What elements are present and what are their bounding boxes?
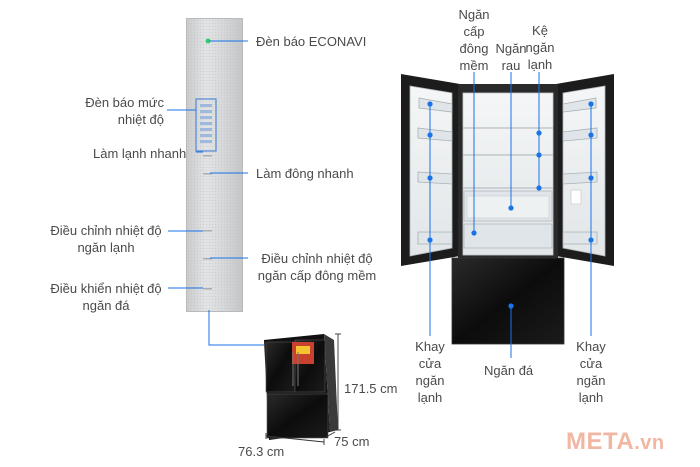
label-vegetable-compartment: Ngăn rau bbox=[489, 40, 533, 74]
label-line: nhiệt độ bbox=[117, 112, 164, 127]
label-line: ngăn cấp đông mềm bbox=[257, 268, 377, 283]
label-quick-cool: Làm lạnh nhanh bbox=[93, 146, 187, 161]
label-line: ngăn bbox=[415, 373, 445, 388]
label-line: Đèn báo mức bbox=[85, 95, 164, 110]
panel-buttons bbox=[203, 155, 212, 290]
label-ice-compartment: Ngăn đá bbox=[484, 363, 534, 378]
temperature-led-display bbox=[195, 98, 217, 152]
brand-name: META bbox=[566, 428, 635, 455]
dimension-width: 76.3 cm bbox=[238, 444, 285, 459]
label-line: đông bbox=[459, 41, 489, 56]
label-left-door-tray: Khay cửa ngăn lạnh bbox=[408, 338, 452, 406]
control-panel bbox=[186, 18, 243, 312]
label-line: cấp bbox=[463, 24, 485, 39]
dimension-lines bbox=[265, 333, 341, 445]
label-line: Điều chỉnh nhiệt độ bbox=[261, 251, 373, 266]
label-ice-control: Điều khiển nhiệt độ ngăn đá bbox=[45, 280, 167, 314]
label-line: Điều khiển nhiệt độ bbox=[50, 281, 162, 296]
label-line: lạnh bbox=[578, 390, 604, 405]
label-line: Khay bbox=[576, 339, 606, 354]
label-line: mềm bbox=[459, 58, 489, 73]
brand-suffix: .vn bbox=[634, 432, 665, 454]
label-line: ngăn lạnh bbox=[77, 240, 135, 255]
label-line: ngăn bbox=[576, 373, 606, 388]
label-adjust-soft-freeze: Điều chỉnh nhiệt độ ngăn cấp đông mềm bbox=[252, 250, 382, 284]
label-line: Kệ bbox=[532, 23, 548, 38]
label-cold-shelf: Kệ ngăn lạnh bbox=[520, 22, 560, 73]
label-line: Ngăn bbox=[458, 7, 490, 22]
brand-logo: META.vn bbox=[566, 428, 665, 456]
label-line: Điều chỉnh nhiệt độ bbox=[50, 223, 162, 238]
label-line: lạnh bbox=[417, 390, 443, 405]
label-line: Ngăn bbox=[495, 41, 527, 56]
dimension-height: 171.5 cm bbox=[344, 381, 398, 396]
leader-lines bbox=[167, 40, 592, 358]
label-line: lạnh bbox=[527, 57, 553, 72]
label-econavi: Đèn báo ECONAVI bbox=[256, 34, 367, 49]
closed-fridge-illustration bbox=[264, 334, 338, 440]
label-line: Khay bbox=[415, 339, 445, 354]
temperature-led-bars bbox=[200, 104, 212, 143]
label-line: ngăn bbox=[525, 40, 555, 55]
label-line: ngăn đá bbox=[82, 298, 130, 313]
dimension-depth: 75 cm bbox=[334, 434, 370, 449]
label-temperature-indicator: Đèn báo mức nhiệt độ bbox=[60, 94, 164, 128]
label-soft-freeze-compartment: Ngăn cấp đông mềm bbox=[452, 6, 496, 74]
label-quick-freeze: Làm đông nhanh bbox=[256, 166, 354, 181]
label-line: rau bbox=[501, 58, 521, 73]
leader-dots bbox=[427, 101, 594, 309]
label-adjust-fridge: Điều chỉnh nhiệt độ ngăn lạnh bbox=[45, 222, 167, 256]
label-right-door-tray: Khay cửa ngăn lạnh bbox=[569, 338, 613, 406]
open-fridge-illustration bbox=[401, 74, 614, 345]
label-line: cửa bbox=[418, 356, 442, 371]
econavi-led bbox=[205, 38, 211, 44]
label-line: cửa bbox=[579, 356, 603, 371]
